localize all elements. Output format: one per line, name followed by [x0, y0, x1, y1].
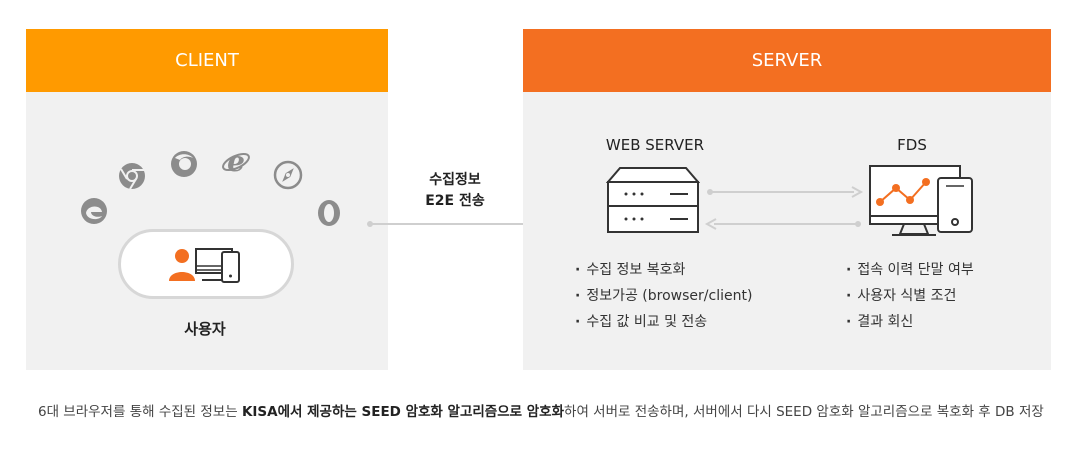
user-pill — [118, 229, 294, 299]
transfer-label-line2: E2E 전송 — [425, 193, 485, 209]
firefox-icon — [171, 151, 197, 177]
ie-icon: e — [222, 147, 250, 177]
transfer-label: 수집정보 E2E 전송 — [395, 170, 515, 212]
fds-monitor-icon — [869, 165, 973, 236]
caption: 6대 브라우저를 통해 수집된 정보는 KISA에서 제공하는 SEED 암호화… — [38, 400, 1058, 425]
caption-part2: 하여 서버로 전송하며, 서버에서 다시 SEED 암호화 알고리즘으로 복호화… — [564, 404, 1044, 420]
safari-icon — [273, 160, 303, 190]
fds-title: FDS — [897, 136, 927, 154]
fds-features: 접속 이력 단말 여부 사용자 식별 조건 결과 회신 — [846, 257, 974, 335]
web-server-icon — [606, 167, 700, 233]
user-device-icon — [169, 248, 240, 283]
list-item: 정보가공 (browser/client) — [575, 283, 752, 309]
list-item: 수집 정보 복호화 — [575, 257, 752, 283]
list-item: 사용자 식별 조건 — [846, 283, 974, 309]
svg-text:e: e — [227, 147, 245, 177]
caption-part1: 6대 브라우저를 통해 수집된 정보는 — [38, 404, 242, 420]
chrome-icon — [119, 163, 145, 190]
exchange-arrows — [704, 186, 864, 230]
list-item: 접속 이력 단말 여부 — [846, 257, 973, 283]
transfer-label-line1: 수집정보 — [429, 172, 481, 188]
server-header: SERVER — [523, 29, 1051, 92]
client-header-label: CLIENT — [175, 50, 239, 71]
web-server-features: 수집 정보 복호화 정보가공 (browser/client) 수집 값 비교 … — [575, 257, 752, 335]
user-label: 사용자 — [184, 320, 226, 338]
server-header-label: SERVER — [751, 50, 823, 71]
web-server-title: WEB SERVER — [605, 136, 705, 154]
list-item: 수집 값 비교 및 전송 — [575, 309, 752, 335]
opera-icon — [318, 200, 340, 226]
client-header: CLIENT — [26, 29, 388, 92]
edge-icon — [81, 198, 107, 224]
list-item: 결과 회신 — [846, 309, 974, 335]
caption-bold: KISA에서 제공하는 SEED 암호화 알고리즘으로 암호화 — [241, 404, 565, 420]
